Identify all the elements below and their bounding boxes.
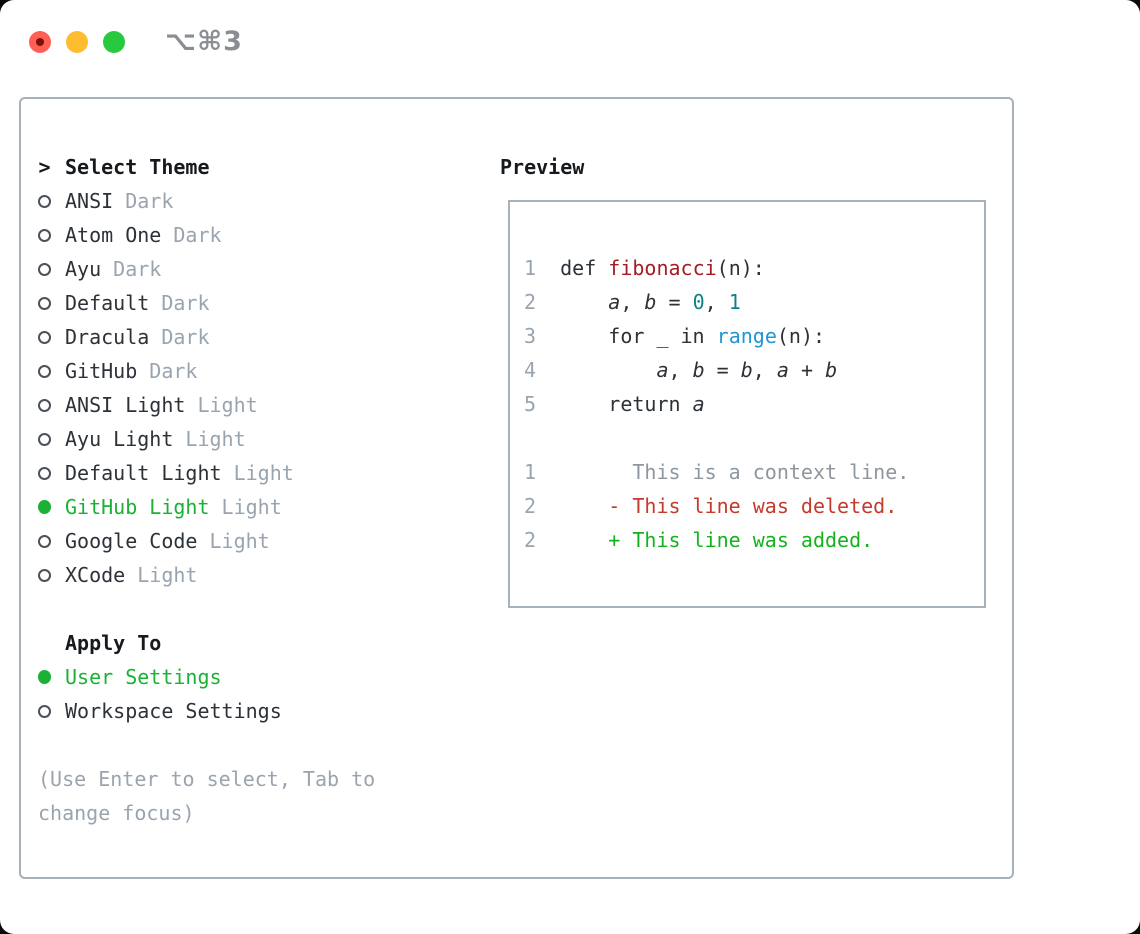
theme-option-github-light[interactable]: GitHub Light Light	[38, 490, 294, 524]
theme-variant-label: Light	[185, 393, 258, 417]
theme-option-ansi[interactable]: ANSI Dark	[38, 184, 294, 218]
radio-unselected-icon[interactable]	[38, 262, 51, 276]
theme-option-label: Ayu	[65, 257, 102, 281]
theme-option-github[interactable]: GitHub Dark	[38, 354, 294, 388]
theme-variant-label: Dark	[113, 189, 174, 213]
theme-option-label: Atom One	[65, 223, 162, 247]
theme-list-title: Select Theme	[65, 155, 210, 179]
code-line: 2 a, b = 0, 1	[524, 285, 909, 319]
keyboard-hint: (Use Enter to select, Tab to change focu…	[38, 767, 376, 825]
diff-sample: 1 This is a context line.2 - This line w…	[524, 455, 909, 557]
radio-unselected-icon[interactable]	[38, 398, 51, 412]
theme-option-default-light[interactable]: Default Light Light	[38, 456, 294, 490]
theme-option-ayu[interactable]: Ayu Dark	[38, 252, 294, 286]
radio-unselected-icon[interactable]	[38, 228, 51, 242]
minimize-button[interactable]	[66, 30, 88, 53]
focus-caret-icon: >	[38, 155, 51, 179]
theme-option-google-code[interactable]: Google Code Light	[38, 524, 294, 558]
radio-unselected-icon[interactable]	[38, 296, 51, 310]
radio-unselected-icon[interactable]	[38, 330, 51, 344]
apply-option-workspace-settings[interactable]: Workspace Settings	[38, 694, 282, 728]
code-line: 3 for _ in range(n):	[524, 319, 909, 353]
line-number: 2	[524, 290, 537, 314]
theme-option-xcode[interactable]: XCode Light	[38, 558, 294, 592]
diff-line: 2 + This line was added.	[524, 523, 909, 557]
theme-variant-label: Dark	[137, 359, 198, 383]
theme-option-label: GitHub Light	[65, 495, 210, 519]
apply-option-label: User Settings	[65, 665, 222, 689]
radio-selected-icon[interactable]	[38, 670, 51, 684]
line-number: 2	[524, 528, 537, 552]
radio-unselected-icon[interactable]	[38, 704, 51, 718]
radio-unselected-icon[interactable]	[38, 194, 51, 208]
theme-option-ayu-light[interactable]: Ayu Light Light	[38, 422, 294, 456]
radio-unselected-icon[interactable]	[38, 364, 51, 378]
radio-selected-icon[interactable]	[38, 500, 51, 514]
theme-option-label: XCode	[65, 563, 126, 587]
titlebar: ⌥⌘3	[29, 26, 243, 57]
window-shortcut-label: ⌥⌘3	[165, 26, 243, 57]
theme-option-label: GitHub	[65, 359, 138, 383]
radio-unselected-icon[interactable]	[38, 568, 51, 582]
theme-option-label: ANSI	[65, 189, 114, 213]
radio-unselected-icon[interactable]	[38, 432, 51, 446]
apply-option-label: Workspace Settings	[65, 699, 282, 723]
theme-variant-label: Dark	[161, 223, 222, 247]
diff-line: 1 This is a context line.	[524, 455, 909, 489]
line-number: 2	[524, 494, 537, 518]
zoom-button[interactable]	[103, 30, 125, 53]
blank-line	[524, 421, 909, 455]
preview-title: Preview	[500, 155, 585, 179]
close-button[interactable]	[29, 30, 51, 53]
theme-option-label: Default	[65, 291, 150, 315]
theme-option-label: Google Code	[65, 529, 198, 553]
line-number: 1	[524, 256, 537, 280]
diff-line: 2 - This line was deleted.	[524, 489, 909, 523]
theme-variant-label: Light	[197, 529, 270, 553]
theme-variant-label: Dark	[101, 257, 162, 281]
theme-variant-label: Light	[221, 461, 294, 485]
theme-option-label: ANSI Light	[65, 393, 186, 417]
theme-variant-label: Light	[173, 427, 246, 451]
theme-option-default[interactable]: Default Dark	[38, 286, 294, 320]
theme-option-label: Dracula	[65, 325, 150, 349]
code-line: 4 a, b = b, a + b	[524, 353, 909, 387]
theme-list-header: > Select Theme	[38, 150, 294, 184]
theme-variant-label: Dark	[149, 291, 210, 315]
theme-option-label: Ayu Light	[65, 427, 174, 451]
line-number: 3	[524, 324, 537, 348]
theme-variant-label: Light	[209, 495, 282, 519]
apply-to-title: Apply To	[65, 631, 162, 655]
theme-variant-label: Dark	[149, 325, 210, 349]
line-number: 4	[524, 358, 537, 382]
theme-option-label: Default Light	[65, 461, 222, 485]
line-number: 5	[524, 392, 537, 416]
theme-variant-label: Light	[125, 563, 198, 587]
theme-option-atom-one[interactable]: Atom One Dark	[38, 218, 294, 252]
radio-unselected-icon[interactable]	[38, 466, 51, 480]
theme-option-ansi-light[interactable]: ANSI Light Light	[38, 388, 294, 422]
apply-option-user-settings[interactable]: User Settings	[38, 660, 282, 694]
code-line: 5 return a	[524, 387, 909, 421]
radio-unselected-icon[interactable]	[38, 534, 51, 548]
line-number: 1	[524, 460, 537, 484]
theme-option-dracula[interactable]: Dracula Dark	[38, 320, 294, 354]
apply-to-header: Apply To	[38, 626, 282, 660]
